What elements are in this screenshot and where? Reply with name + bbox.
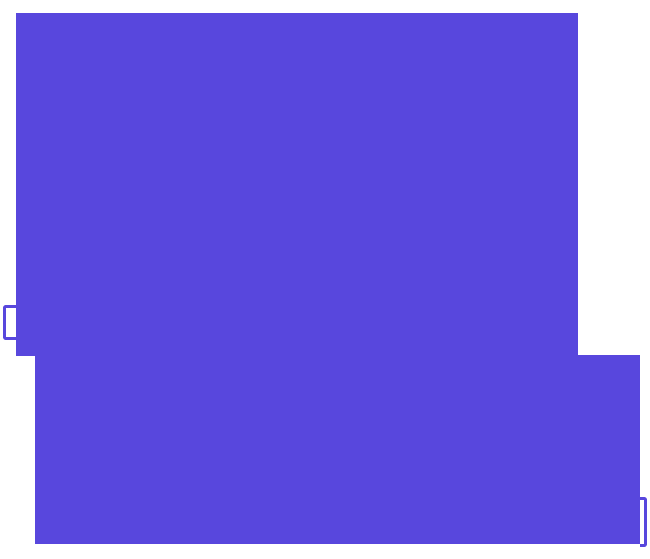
lower-panel <box>35 355 640 544</box>
left-tab-handle[interactable] <box>3 305 16 340</box>
upper-panel <box>16 13 578 356</box>
right-tab-handle[interactable] <box>640 497 647 547</box>
